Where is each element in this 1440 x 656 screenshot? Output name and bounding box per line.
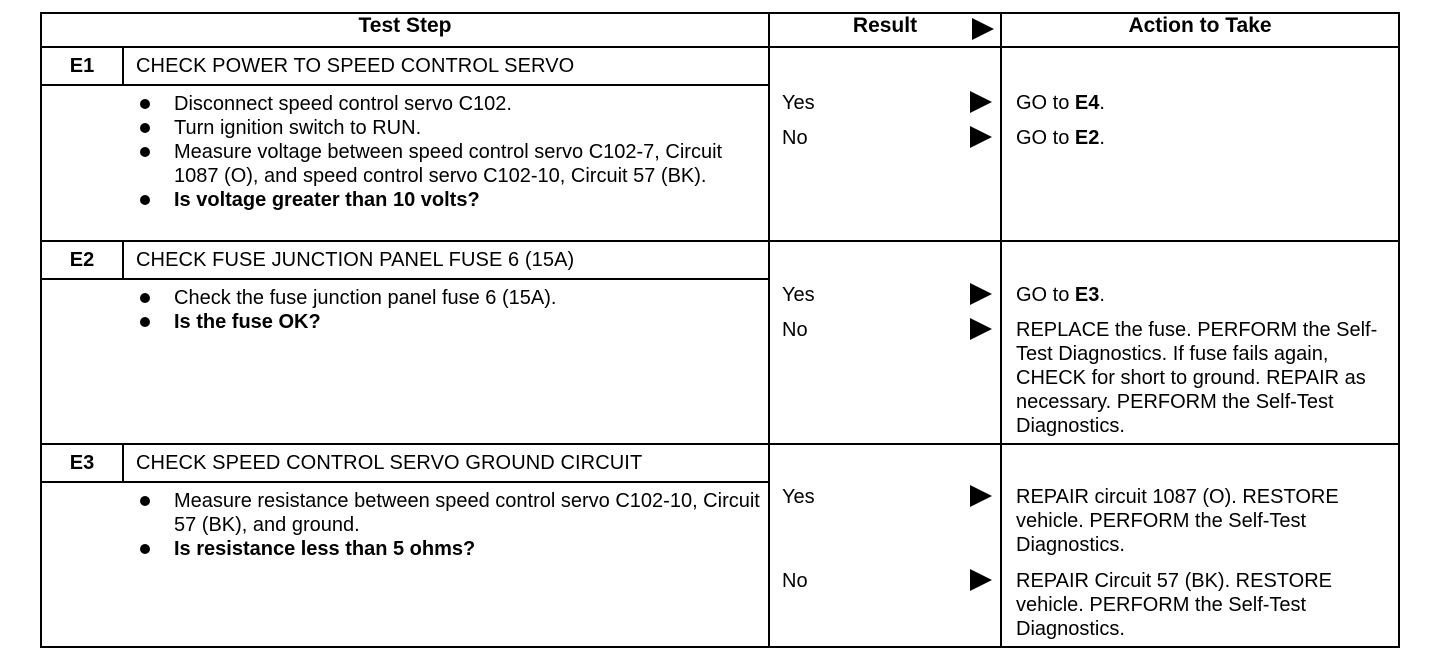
step-bullets: Check the fuse junction panel fuse 6 (15…: [42, 280, 768, 340]
action-text: .: [1099, 284, 1105, 306]
arrow-right-icon: [970, 318, 992, 340]
arrow-right-icon: [970, 91, 992, 113]
action-yes: GO to E3.: [1016, 283, 1388, 307]
step-id: E3: [42, 445, 124, 481]
result-no: No: [782, 569, 994, 593]
result-no: No: [782, 126, 994, 150]
arrow-right-icon: [970, 283, 992, 305]
arrow-right-icon: [972, 18, 994, 40]
step-row-e2: E2 CHECK FUSE JUNCTION PANEL FUSE 6 (15A…: [40, 240, 1400, 445]
header-test-step: Test Step: [40, 12, 770, 48]
step-id: E1: [42, 48, 124, 84]
step-header: E3 CHECK SPEED CONTROL SERVO GROUND CIRC…: [42, 445, 768, 483]
result-yes: Yes: [782, 485, 994, 509]
step-bullet: Disconnect speed control servo C102.: [134, 92, 768, 116]
result-cell: Yes No: [768, 443, 1002, 648]
action-no: REPLACE the fuse. PERFORM the Self-Test …: [1016, 319, 1378, 437]
result-label: No: [782, 570, 808, 592]
step-bullets: Measure resistance between speed control…: [42, 483, 768, 567]
arrow-right-icon: [970, 569, 992, 591]
header-action: Action to Take: [1000, 12, 1400, 48]
action-cell: GO to E3. REPLACE the fuse. PERFORM the …: [1000, 240, 1400, 445]
step-bullet: Turn ignition switch to RUN.: [134, 116, 768, 140]
step-question: Is resistance less than 5 ohms?: [134, 537, 768, 561]
arrow-right-icon: [970, 485, 992, 507]
step-bullets: Disconnect speed control servo C102. Tur…: [42, 86, 768, 218]
step-question: Is voltage greater than 10 volts?: [134, 188, 768, 212]
step-header: E1 CHECK POWER TO SPEED CONTROL SERVO: [42, 48, 768, 86]
step-reference: E2: [1074, 127, 1100, 149]
arrow-right-icon: [970, 126, 992, 148]
header-result: Result: [768, 12, 1002, 48]
step-question: Is the fuse OK?: [134, 310, 768, 334]
step-bullet: Check the fuse junction panel fuse 6 (15…: [134, 286, 768, 310]
action-no: GO to E2.: [1016, 126, 1388, 150]
action-yes: GO to E4.: [1016, 91, 1388, 115]
action-no: REPAIR Circuit 57 (BK). RESTORE vehicle.…: [1016, 570, 1332, 640]
result-cell: Yes No: [768, 46, 1002, 242]
step-row-e3: E3 CHECK SPEED CONTROL SERVO GROUND CIRC…: [40, 443, 1400, 648]
diagnostic-table: Test Step Result Action to Take E1 CHECK…: [40, 12, 1400, 648]
result-label: Yes: [782, 284, 815, 306]
step-bullet: Measure voltage between speed control se…: [134, 140, 768, 188]
step-reference: E3: [1074, 284, 1100, 306]
step-reference: E4: [1074, 92, 1100, 114]
result-label: Yes: [782, 486, 815, 508]
result-no: No: [782, 318, 994, 342]
header-result-label: Result: [852, 14, 918, 37]
step-bullet: Measure resistance between speed control…: [134, 489, 768, 537]
step-cell: E3 CHECK SPEED CONTROL SERVO GROUND CIRC…: [40, 443, 770, 648]
step-header: E2 CHECK FUSE JUNCTION PANEL FUSE 6 (15A…: [42, 242, 768, 280]
step-row-e1: E1 CHECK POWER TO SPEED CONTROL SERVO Di…: [40, 46, 1400, 242]
action-text: .: [1099, 92, 1105, 114]
step-id: E2: [42, 242, 124, 278]
action-cell: GO to E4. GO to E2.: [1000, 46, 1400, 242]
action-text: GO to: [1016, 92, 1075, 114]
action-text: .: [1099, 127, 1105, 149]
action-cell: REPAIR circuit 1087 (O). RESTORE vehicle…: [1000, 443, 1400, 648]
step-title: CHECK FUSE JUNCTION PANEL FUSE 6 (15A): [136, 249, 575, 271]
step-title: CHECK POWER TO SPEED CONTROL SERVO: [136, 55, 575, 77]
step-cell: E1 CHECK POWER TO SPEED CONTROL SERVO Di…: [40, 46, 770, 242]
action-yes: REPAIR circuit 1087 (O). RESTORE vehicle…: [1016, 486, 1339, 556]
result-label: No: [782, 319, 808, 341]
action-text: GO to: [1016, 127, 1075, 149]
step-title: CHECK SPEED CONTROL SERVO GROUND CIRCUIT: [136, 452, 643, 474]
step-cell: E2 CHECK FUSE JUNCTION PANEL FUSE 6 (15A…: [40, 240, 770, 445]
result-cell: Yes No: [768, 240, 1002, 445]
result-yes: Yes: [782, 283, 994, 307]
action-text: GO to: [1016, 284, 1075, 306]
result-yes: Yes: [782, 91, 994, 115]
result-label: Yes: [782, 92, 815, 114]
result-label: No: [782, 127, 808, 149]
